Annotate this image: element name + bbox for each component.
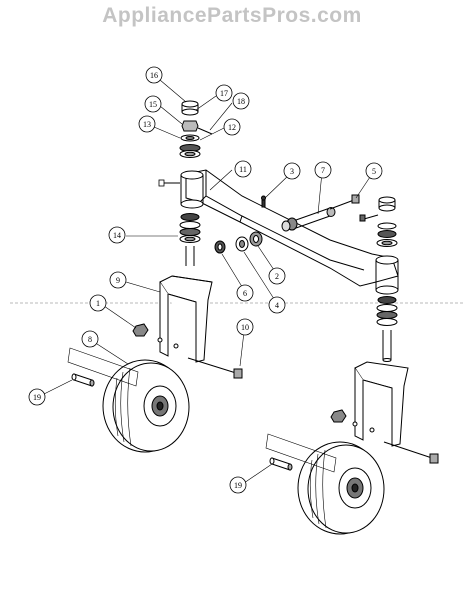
callout-circle-18: [232, 92, 250, 110]
washer-stack: [214, 231, 263, 254]
callout-19a: 19: [33, 393, 41, 402]
right-spacer: [269, 457, 293, 471]
callout-18: 18: [237, 97, 245, 106]
callout-circle-13: [138, 115, 156, 133]
callout-circle-17: [215, 84, 233, 102]
callout-1: 1: [96, 299, 100, 308]
callout-9: 9: [116, 276, 120, 285]
callout-circle-15: [144, 95, 162, 113]
callout-2: 2: [275, 272, 279, 281]
left-caster-fork: [157, 275, 213, 363]
left-axle-bolt: [187, 357, 243, 379]
left-pin: [158, 179, 180, 187]
callout-7: 7: [321, 166, 325, 175]
left-pivot-tube: [180, 170, 204, 209]
watermark-text: AppliancePartsPros.com: [102, 4, 362, 27]
callout-13: 13: [143, 120, 151, 129]
callout-circle-6: [236, 284, 254, 302]
bolt-5: [329, 194, 379, 222]
callout-6: 6: [243, 289, 247, 298]
callout-4: 4: [275, 301, 279, 310]
callout-19b: 19: [234, 481, 242, 490]
assembly-bracket-right: [265, 433, 337, 473]
callout-10: 10: [241, 323, 249, 332]
callout-circle-1: [89, 294, 107, 312]
callout-3: 3: [290, 167, 294, 176]
callout-circle-4: [268, 296, 286, 314]
callout-labels: 16 17 18 15 13 12 11 14 3 7 5 2 4 6 9 1 …: [33, 71, 376, 490]
right-wheel: [297, 441, 385, 535]
right-axle-nut: [330, 409, 347, 423]
callout-12: 12: [228, 123, 236, 132]
callout-circle-2: [268, 267, 286, 285]
left-wheel: [102, 359, 190, 453]
callout-16: 16: [150, 71, 158, 80]
right-top-stack: [376, 196, 398, 247]
grease-fitting: [261, 195, 266, 208]
left-lower-bearing: [179, 213, 201, 266]
pivot-bolt: [281, 207, 336, 232]
callout-circle-3: [283, 162, 301, 180]
callout-circle-19a: [28, 388, 46, 406]
callout-15: 15: [149, 100, 157, 109]
left-top-stack: [179, 100, 213, 158]
right-axle-bolt: [383, 441, 439, 464]
callout-circle-16: [145, 66, 163, 84]
leader-lines: [41, 79, 373, 484]
callout-17: 17: [220, 89, 228, 98]
callout-circle-14: [108, 226, 126, 244]
right-lower-bearing: [376, 296, 398, 362]
left-spacer: [71, 373, 95, 387]
callout-circle-12: [223, 118, 241, 136]
callout-8: 8: [88, 335, 92, 344]
left-axle-nut: [132, 323, 149, 337]
callout-11: 11: [239, 165, 247, 174]
callout-5: 5: [372, 167, 376, 176]
right-pivot-tube: [375, 255, 399, 295]
callout-circle-8: [81, 330, 99, 348]
callout-bubbles: [28, 66, 383, 494]
callout-14: 14: [113, 231, 121, 240]
callout-circle-5: [365, 162, 383, 180]
callout-circle-10: [236, 318, 254, 336]
assembly-bracket-left: [67, 347, 139, 387]
callout-circle-9: [109, 271, 127, 289]
right-caster-fork: [352, 361, 409, 447]
callout-circle-19b: [229, 476, 247, 494]
callout-circle-11: [234, 160, 252, 178]
callout-circle-7: [314, 161, 332, 179]
